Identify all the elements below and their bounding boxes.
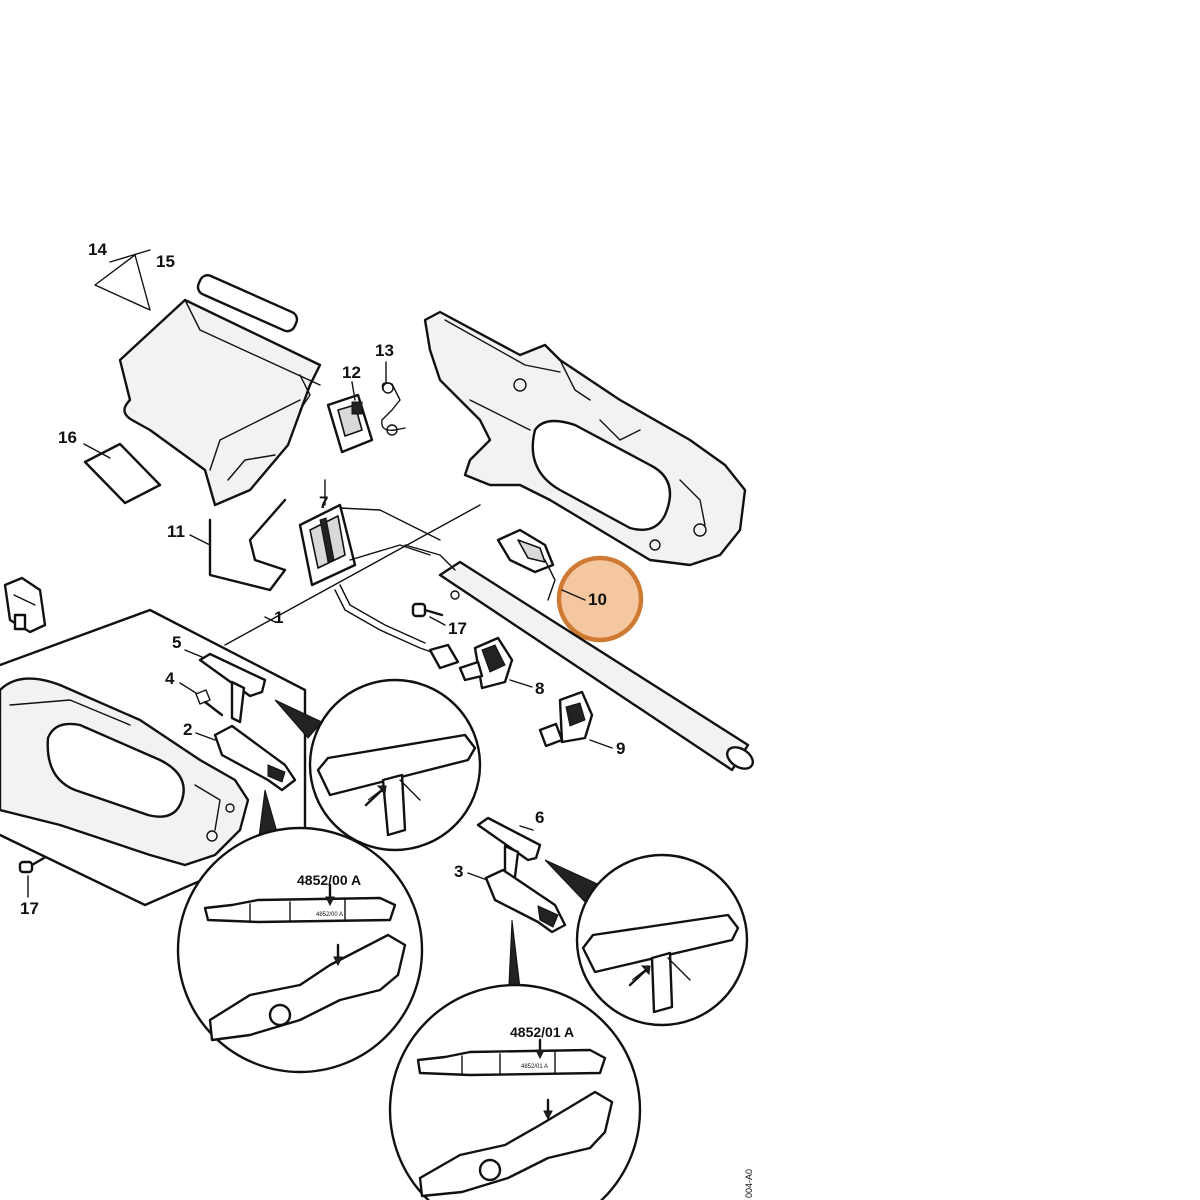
cable [404, 544, 456, 571]
detail-part-5-enlarged [316, 733, 477, 837]
detail-part-3-enlarged [416, 1038, 614, 1198]
leader-line [195, 732, 216, 741]
part-7-electronic-module[interactable] [298, 503, 441, 587]
callout-16: 16 [58, 428, 77, 447]
highlight-circle-10[interactable] [556, 555, 644, 643]
detail-box [0, 608, 307, 907]
part-5-trigger-lever[interactable] [198, 652, 267, 724]
part-2-lock-lever[interactable] [213, 724, 297, 792]
hinge-part[interactable] [3, 576, 47, 634]
leader-line [189, 534, 211, 546]
leader-line [509, 679, 533, 688]
part-9-switch[interactable] [538, 690, 594, 748]
part-17-screw[interactable] [411, 602, 444, 618]
figure-id: 004-A0 [744, 1169, 754, 1198]
leader-line [109, 249, 151, 263]
leader-line [184, 649, 203, 658]
callout-11: 11 [167, 522, 185, 541]
magnifier-pointer [274, 699, 323, 739]
leader-line [94, 254, 151, 311]
detail-part-6-enlarged [581, 913, 740, 1014]
callout-12: 12 [342, 363, 361, 382]
detail-code-4852-00-small: 4852/00 A [316, 912, 343, 918]
part-4-spring[interactable] [195, 689, 224, 717]
callout-9: 9 [616, 739, 625, 758]
callout-17-lower: 17 [20, 899, 39, 918]
part-3-lock-lever[interactable] [484, 868, 567, 934]
cable [339, 584, 426, 644]
callout-6: 6 [535, 808, 544, 827]
callout-4: 4 [165, 669, 175, 688]
leader-line [561, 589, 586, 601]
leader-line [264, 616, 276, 623]
callout-15: 15 [156, 252, 175, 271]
callout-14: 14 [88, 240, 107, 259]
callout-8: 8 [535, 679, 544, 698]
callout-3: 3 [454, 862, 463, 881]
callout-2: 2 [183, 720, 192, 739]
leader-line [83, 443, 111, 459]
callout-17-middle: 17 [448, 619, 467, 638]
part-16-sticker[interactable] [83, 442, 162, 505]
leader-line [467, 872, 488, 881]
callout-10: 10 [588, 590, 607, 609]
leader-line [179, 682, 197, 694]
part-11-wire-bracket[interactable] [208, 498, 287, 592]
part-1-handle-housing-upper[interactable] [423, 310, 747, 567]
part-8-switch-assembly[interactable] [428, 636, 514, 690]
callout-1: 1 [274, 608, 283, 627]
shaft-tube[interactable] [438, 560, 757, 773]
part-13-spring[interactable] [381, 382, 406, 436]
detail-code-4852-01-small: 4852/01 A [521, 1064, 548, 1070]
part-17-screw-lower[interactable] [18, 856, 46, 874]
leader-line [351, 381, 356, 401]
part-15-label-strip[interactable] [195, 273, 299, 334]
detail-part-2-enlarged [203, 883, 407, 1042]
detail-code-4852-00: 4852/00 A [297, 872, 361, 888]
detail-code-4852-01: 4852/01 A [510, 1024, 574, 1040]
callout-7: 7 [319, 493, 328, 512]
part-6-trigger-lever[interactable] [476, 816, 542, 887]
callout-13: 13 [375, 341, 394, 360]
part-14-motor-cover[interactable] [118, 298, 322, 507]
part-10-switch-cable[interactable] [496, 528, 556, 601]
leader-line-1 [224, 504, 481, 646]
part-1-handle-housing-lower[interactable] [0, 677, 250, 867]
leader-line [429, 616, 446, 626]
cable [334, 589, 441, 656]
leader-line [589, 739, 613, 749]
part-12-switch[interactable] [326, 393, 374, 454]
callout-5: 5 [172, 633, 181, 652]
leader-line [519, 825, 534, 831]
